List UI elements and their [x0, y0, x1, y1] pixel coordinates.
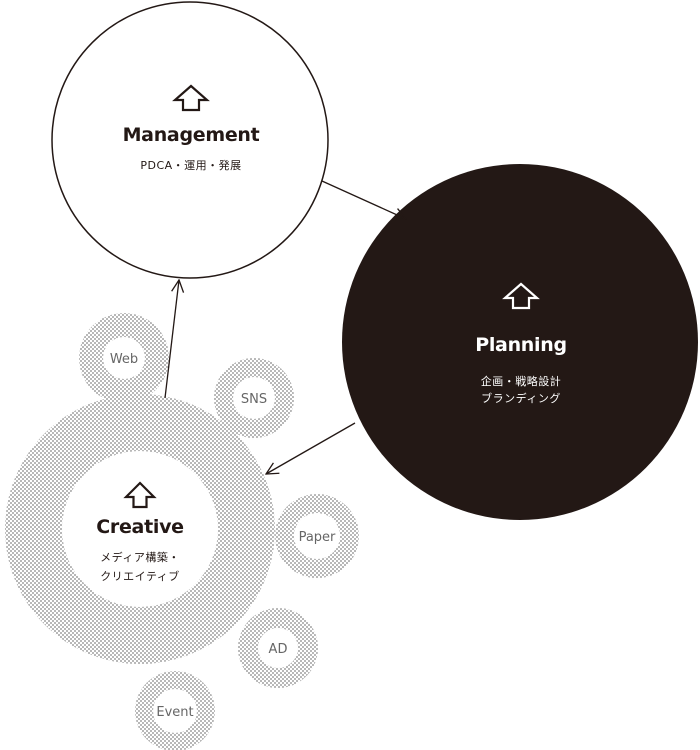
- media-ad: AD: [238, 608, 318, 688]
- media-sns: SNS: [214, 358, 294, 438]
- management-node: Management PDCA・運用・発展: [51, 1, 329, 279]
- management-title: Management: [123, 124, 260, 146]
- planning-title: Planning: [475, 334, 567, 356]
- media-paper: Paper: [275, 494, 359, 578]
- arrow-planning-to-creative: [266, 422, 356, 474]
- arrow-creative-to-management: [164, 280, 179, 399]
- media-sns-label: SNS: [241, 392, 267, 407]
- arrow-management-to-planning: [321, 180, 406, 219]
- planning-node: Planning 企画・戦略設計 ブランディング: [342, 164, 698, 520]
- media-web-label: Web: [110, 352, 138, 367]
- planning-subtitle-line1: 企画・戦略設計: [481, 374, 562, 388]
- creative-subtitle-line2: クリエイティブ: [100, 569, 180, 583]
- creative-title: Creative: [96, 516, 184, 538]
- creative-subtitle-line1: メディア構築・: [100, 550, 180, 564]
- planning-subtitle-line2: ブランディング: [481, 391, 561, 405]
- media-event-label: Event: [156, 705, 193, 720]
- up-arrow-icon: [172, 84, 210, 112]
- media-ad-label: AD: [269, 642, 288, 657]
- up-arrow-icon: [123, 481, 157, 509]
- media-event: Event: [135, 671, 215, 750]
- management-subtitle: PDCA・運用・発展: [140, 158, 241, 172]
- media-web: Web: [79, 313, 169, 403]
- creative-node: Creative メディア構築・ クリエイティブ: [5, 394, 275, 664]
- up-arrow-icon: [502, 282, 540, 310]
- media-paper-label: Paper: [299, 530, 336, 545]
